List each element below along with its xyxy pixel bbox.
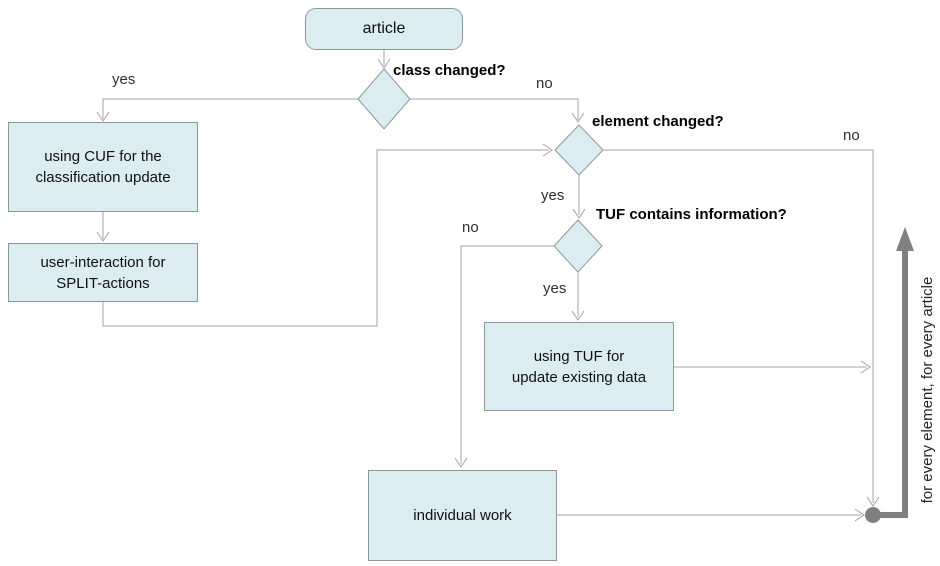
edge-label-tuf-no: no bbox=[462, 219, 479, 236]
decision-tuf-contains bbox=[553, 219, 603, 273]
arrowhead-down-icon bbox=[96, 111, 110, 122]
connector-class-yes bbox=[102, 98, 358, 119]
loop-arrow-shaft bbox=[879, 250, 908, 518]
decision-label-tuf-contains: TUF contains information? bbox=[596, 206, 787, 223]
node-using-tuf-label: using TUF for update existing data bbox=[511, 347, 647, 386]
arrowhead-down-icon bbox=[866, 496, 880, 507]
node-using-cuf: using CUF for the classification update bbox=[8, 122, 198, 212]
node-article: article bbox=[305, 8, 463, 50]
arrowhead-right-icon bbox=[860, 360, 871, 374]
edge-label-class-no: no bbox=[536, 75, 553, 92]
node-user-interaction-split-label: user-interaction for SPLIT-actions bbox=[40, 253, 166, 292]
arrowhead-right-icon bbox=[542, 143, 553, 157]
edge-label-tuf-yes: yes bbox=[543, 280, 567, 297]
decision-element-changed bbox=[554, 124, 604, 176]
arrowhead-down-icon bbox=[571, 112, 585, 123]
connector-element-no bbox=[603, 149, 874, 503]
edge-label-class-yes: yes bbox=[112, 71, 136, 88]
arrowhead-right-icon bbox=[854, 508, 865, 522]
node-individual-work: individual work bbox=[368, 470, 557, 561]
node-using-tuf: using TUF for update existing data bbox=[484, 322, 674, 411]
arrowhead-down-icon bbox=[571, 310, 585, 321]
edge-label-element-yes: yes bbox=[541, 187, 565, 204]
decision-label-class-changed: class changed? bbox=[393, 62, 506, 79]
node-user-interaction-split: user-interaction for SPLIT-actions bbox=[8, 243, 198, 302]
node-article-label: article bbox=[362, 19, 406, 37]
connector-split-to-element bbox=[102, 149, 549, 327]
decision-label-element-changed: element changed? bbox=[592, 113, 724, 130]
arrowhead-down-icon bbox=[377, 58, 391, 69]
edge-label-element-no: no bbox=[843, 127, 860, 144]
connector-class-no bbox=[410, 98, 579, 120]
arrowhead-down-icon bbox=[454, 457, 468, 468]
arrowhead-down-icon bbox=[96, 231, 110, 242]
arrowhead-down-icon bbox=[572, 208, 586, 219]
decision-class-changed bbox=[357, 68, 411, 130]
connector-tuf-no bbox=[460, 245, 554, 464]
junction-dot bbox=[865, 507, 881, 523]
loop-arrow-up-icon bbox=[896, 227, 914, 251]
node-using-cuf-label: using CUF for the classification update bbox=[35, 148, 171, 186]
loop-caption: for every element, for every article bbox=[919, 276, 936, 504]
node-individual-work-label: individual work bbox=[413, 507, 512, 524]
